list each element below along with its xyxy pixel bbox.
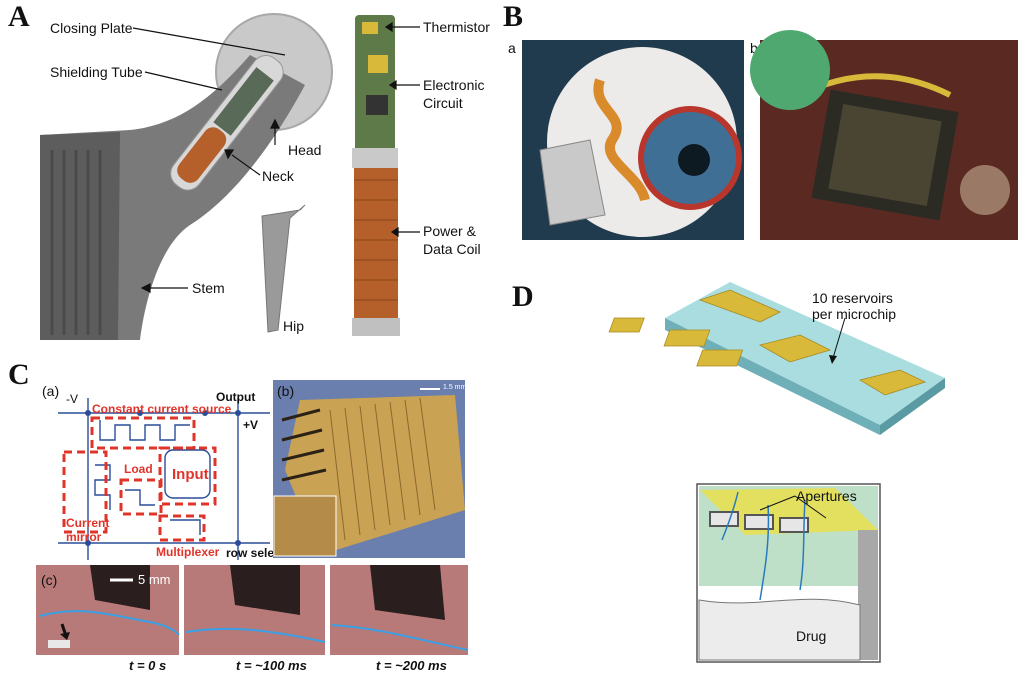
panel-c-sub-c: (c) <box>41 572 58 588</box>
label-stem: Stem <box>192 280 225 296</box>
circuit-load: Load <box>124 462 153 476</box>
label-electronic: Electronic <box>423 77 485 93</box>
circuit-output: Output <box>216 390 256 404</box>
time-label-200: t = ~200 ms <box>376 658 447 673</box>
panel-b-sub-b: b <box>750 40 758 56</box>
label-thermistor: Thermistor <box>423 19 490 35</box>
label-head: Head <box>288 142 322 158</box>
circuit-mirror: mirror <box>66 530 102 544</box>
panel-letter-b: B <box>503 0 524 33</box>
circuit-current: Current <box>66 516 110 530</box>
label-shielding-tube: Shielding Tube <box>50 64 143 80</box>
label-neck: Neck <box>262 168 294 184</box>
label-per-microchip: per microchip <box>812 306 897 322</box>
label-data-coil: Data Coil <box>423 241 481 257</box>
panel-b-sub-a: a <box>508 40 516 56</box>
label-circuit: Circuit <box>423 95 463 111</box>
label-hip: Hip <box>283 318 305 334</box>
circuit-multiplexer: Multiplexer <box>156 545 220 559</box>
circuit-constant-current-source: Constant current source <box>92 402 232 416</box>
panel-letter-c: C <box>8 358 30 391</box>
circuit-plus-v: +V <box>243 418 259 432</box>
panel-c-sub-b: (b) <box>277 383 295 399</box>
panel-c-sub-a: (a) <box>42 383 60 399</box>
label-drug: Drug <box>796 628 827 644</box>
label-closing-plate: Closing Plate <box>50 20 133 36</box>
circuit-minus-v: -V <box>66 392 78 406</box>
label-10-reservoirs: 10 reservoirs <box>812 290 893 306</box>
panel-letter-d: D <box>512 280 534 313</box>
time-label-100: t = ~100 ms <box>236 658 307 673</box>
panel-letter-a: A <box>8 0 30 33</box>
circuit-row-select: row select <box>226 546 285 560</box>
time-label-0: t = 0 s <box>129 658 167 673</box>
label-apertures: Apertures <box>796 488 857 504</box>
circuit-input: Input <box>172 466 209 483</box>
scale-bar-b: 1.5 mm <box>443 384 467 391</box>
scale-bar-c: 5 mm <box>138 572 171 587</box>
label-power: Power & <box>423 223 476 239</box>
